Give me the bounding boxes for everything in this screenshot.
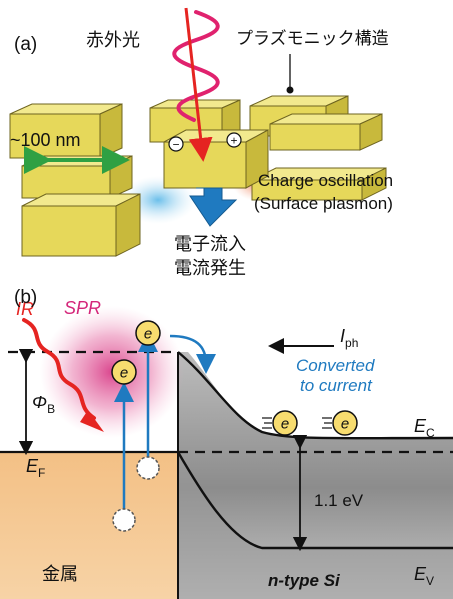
ir-wave-arrow-icon xyxy=(22,318,96,420)
photocurrent-label: Iph xyxy=(340,326,358,350)
ir-arrowhead-icon xyxy=(80,410,104,432)
nano-block-left-middle xyxy=(21,155,133,199)
spr-label: SPR xyxy=(64,298,101,318)
valence-band-fill xyxy=(178,452,453,599)
nano-block-right-middle xyxy=(269,113,383,151)
conduction-electron-1: e xyxy=(262,410,298,436)
panel-b-label: (b) xyxy=(14,287,37,308)
nano-block-left-front xyxy=(21,193,141,257)
hot-electron-1: e xyxy=(111,359,137,385)
barrier-height-symbol: ΦB xyxy=(32,392,55,416)
svg-text:e: e xyxy=(144,326,152,343)
panel-a-label: (a) xyxy=(14,34,37,55)
structure-pointer-dot xyxy=(286,86,294,94)
svg-text:+: + xyxy=(230,134,237,148)
panel-b: ΦB EF 1.1 eV EC EV IR SPR (b) e e xyxy=(0,287,453,599)
transfer-arrow-icon xyxy=(169,334,216,374)
fermi-level-label: EF xyxy=(26,456,45,480)
size-label: ~100 nm xyxy=(10,130,81,150)
surface-plasmon-label: (Surface plasmon) xyxy=(254,194,393,213)
infrared-wave-icon xyxy=(172,10,220,122)
svg-text:−: − xyxy=(172,138,179,152)
current-generation-label: 電流発生 xyxy=(174,258,246,279)
valence-band-edge xyxy=(176,451,453,550)
to-current-label: to current xyxy=(300,376,373,395)
semiconductor-region xyxy=(178,352,453,599)
charge-oscillation-label: Charge oscillation xyxy=(258,171,393,190)
electron-flow-arrow-icon xyxy=(189,187,238,227)
metal-label: 金属 xyxy=(42,564,78,585)
conduction-band-edge xyxy=(177,351,453,440)
panel-a: (a) 赤外光 プラズモニック構造 xyxy=(9,7,393,279)
plasmonic-structure-label: プラズモニック構造 xyxy=(236,29,389,49)
semiconductor-label: n-type Si xyxy=(268,571,341,590)
negative-charge: − xyxy=(168,136,184,152)
svg-text:e: e xyxy=(120,365,128,382)
svg-text:e: e xyxy=(281,416,289,433)
nano-block-center-front xyxy=(163,129,269,189)
electron-inflow-label: 電子流入 xyxy=(174,234,246,255)
ir-label: IR xyxy=(16,299,34,319)
conduction-band-label: EC xyxy=(414,416,435,440)
bandgap-label: 1.1 eV xyxy=(314,491,364,510)
converted-label: Converted xyxy=(296,356,375,375)
positive-charge: + xyxy=(226,132,242,148)
hot-electron-2: e xyxy=(135,320,161,346)
hole-1 xyxy=(112,508,136,532)
hole-2 xyxy=(136,456,160,480)
infrared-light-label: 赤外光 xyxy=(86,30,140,51)
infrared-arrow-icon xyxy=(184,7,213,162)
conduction-electron-2: e xyxy=(322,410,358,436)
valence-band-label: EV xyxy=(414,564,434,588)
svg-text:e: e xyxy=(341,416,349,433)
